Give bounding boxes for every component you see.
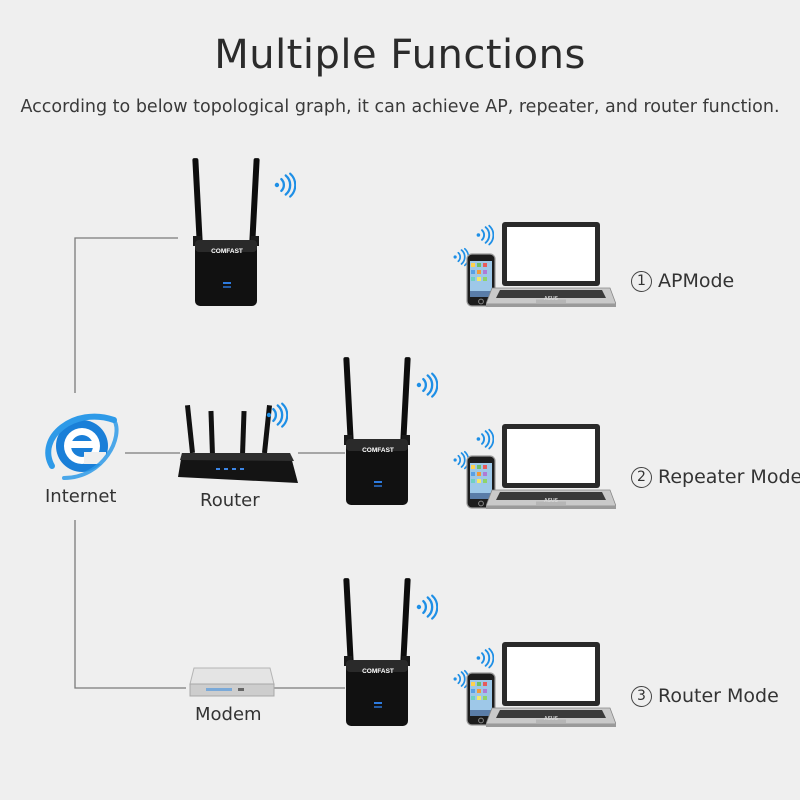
mode-router: 3 Router Mode	[631, 685, 779, 707]
extender-repeater	[343, 357, 411, 505]
mode-label: Router Mode	[658, 685, 779, 707]
wifi-icon	[476, 647, 494, 669]
internet-icon	[45, 413, 119, 480]
laptop-icon	[486, 221, 616, 308]
connection-lines	[74, 237, 345, 689]
extender-brand-text: COMFAST	[211, 248, 243, 255]
extender-brand-text: COMFAST	[362, 447, 394, 454]
router-icon	[178, 404, 298, 483]
laptop-icon	[486, 641, 616, 728]
wifi-icon	[453, 450, 469, 470]
extender-brand-text: COMFAST	[362, 668, 394, 675]
laptop-brand-text: ASUS	[544, 296, 559, 302]
extender-router	[343, 578, 411, 726]
wifi-icon	[274, 172, 296, 198]
internet-label: Internet	[45, 486, 117, 507]
wifi-icon	[476, 224, 494, 246]
laptop-icon	[486, 423, 616, 510]
wifi-icon	[453, 669, 469, 689]
wifi-icon	[453, 247, 469, 267]
mode-label: APMode	[658, 270, 735, 292]
mode-label: Repeater Mode	[658, 466, 800, 488]
laptop-brand-text: ASUS	[544, 498, 559, 504]
router-label: Router	[200, 490, 260, 511]
wifi-icon	[416, 372, 438, 398]
page-title: Multiple Functions	[214, 32, 586, 78]
mode-number: 3	[631, 685, 652, 707]
modem-label: Modem	[195, 704, 262, 725]
wifi-icon	[476, 428, 494, 450]
wifi-icon	[416, 594, 438, 620]
mode-repeater: 2 Repeater Mode	[631, 466, 800, 488]
extender-ap	[192, 158, 260, 306]
page-subtitle: According to below topological graph, it…	[20, 97, 780, 117]
modem-icon	[189, 667, 275, 697]
laptop-brand-text: ASUS	[544, 716, 559, 722]
mode-number: 2	[631, 466, 652, 488]
mode-ap: 1 APMode	[631, 270, 734, 292]
mode-number: 1	[631, 270, 652, 292]
